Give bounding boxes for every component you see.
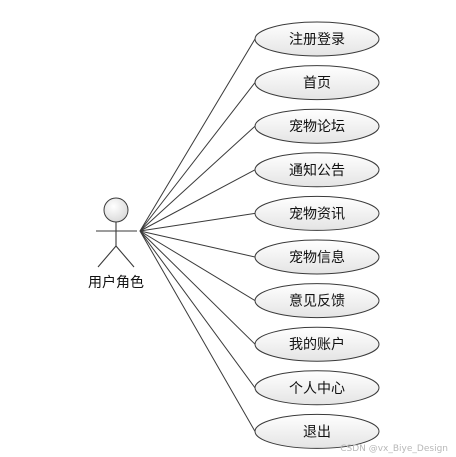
actor-label: 用户角色 — [88, 274, 144, 291]
use-case-label: 注册登录 — [289, 32, 345, 48]
watermark: CSDN @vx_Biye_Design — [340, 444, 448, 454]
association-line — [139, 230, 256, 302]
use-case-ellipse — [254, 152, 380, 188]
use-case: 个人中心 — [254, 370, 380, 406]
use-case-ellipse — [254, 21, 380, 57]
use-case-label: 意见反馈 — [289, 293, 345, 310]
use-case-ellipse — [254, 413, 380, 449]
use-case: 我的账户 — [254, 326, 380, 362]
use-case-ellipse — [254, 65, 380, 101]
use-case: 通知公告 — [254, 152, 380, 188]
use-case: 宠物信息 — [254, 239, 380, 275]
use-case-ellipse — [254, 283, 380, 319]
actor-user-role: 用户角色 — [88, 197, 144, 291]
use-case: 宠物论坛 — [254, 108, 380, 144]
use-case-label: 宠物资讯 — [289, 206, 345, 222]
use-case: 意见反馈 — [254, 283, 380, 319]
association-lines — [139, 38, 256, 432]
actor-right-leg — [115, 245, 135, 268]
actor-head — [103, 197, 129, 223]
association-line — [139, 230, 256, 258]
actor-left-leg — [97, 245, 117, 268]
association-line — [139, 212, 256, 232]
use-case: 退出 — [254, 413, 380, 449]
use-case-label: 退出 — [303, 424, 331, 440]
use-case-label: 个人中心 — [289, 381, 345, 397]
use-case-ellipse — [254, 326, 380, 362]
association-line — [139, 230, 256, 432]
association-line — [139, 125, 256, 232]
use-case-label: 我的账户 — [289, 336, 345, 353]
use-case: 注册登录 — [254, 21, 380, 57]
use-case-ellipse — [254, 195, 380, 231]
association-line — [139, 169, 256, 232]
use-case-ellipse — [254, 370, 380, 406]
use-case-label: 宠物论坛 — [289, 119, 345, 135]
use-case-ellipse — [254, 239, 380, 275]
use-case: 宠物资讯 — [254, 195, 380, 231]
use-case-label: 通知公告 — [289, 162, 345, 179]
association-line — [139, 38, 256, 232]
use-case-label: 首页 — [303, 76, 331, 92]
association-line — [139, 230, 256, 345]
association-line — [139, 82, 256, 232]
use-case-ellipse — [254, 108, 380, 144]
use-case: 首页 — [254, 65, 380, 101]
association-line — [139, 230, 256, 389]
use-case-label: 宠物信息 — [289, 249, 345, 266]
